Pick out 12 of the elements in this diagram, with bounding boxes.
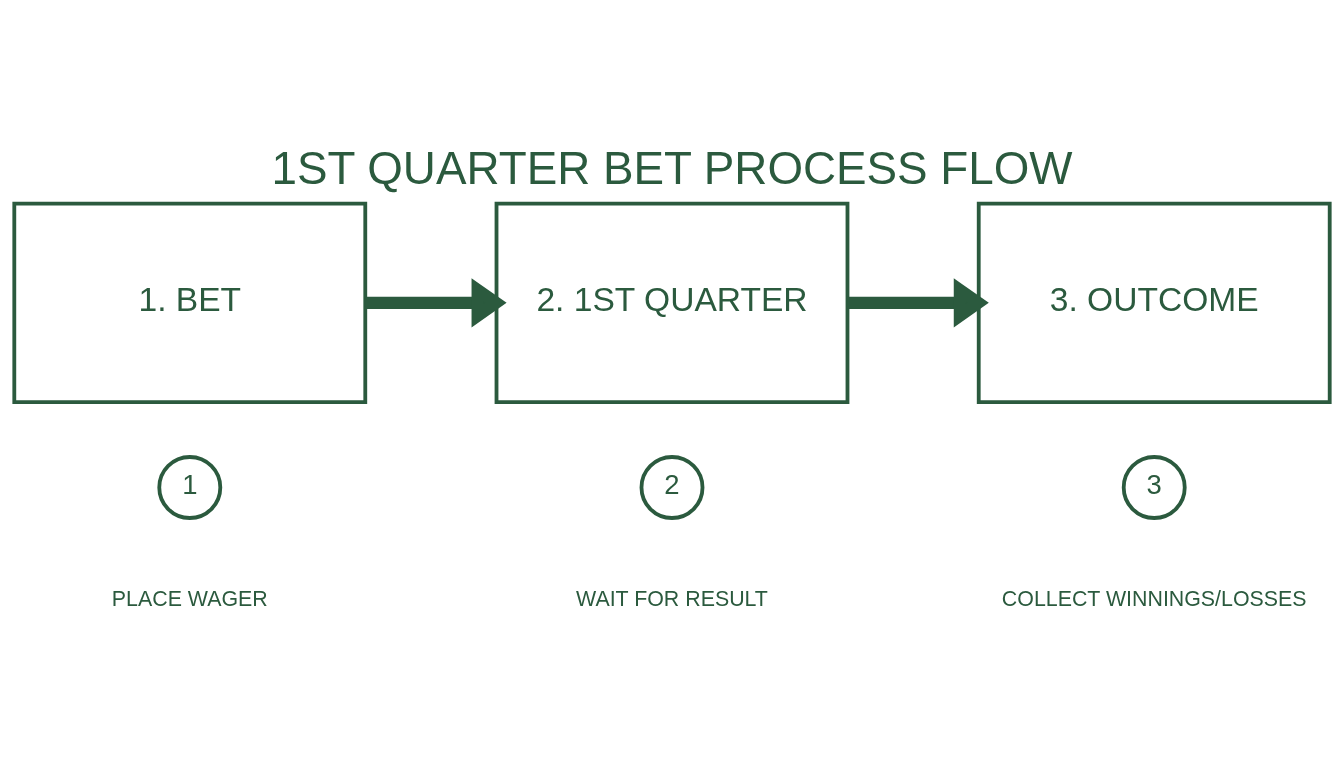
node-label: PLACE WAGER: [111, 586, 268, 611]
node-label: COLLECT WINNINGS/LOSSES: [1001, 586, 1307, 611]
node-circle: 3: [1121, 454, 1187, 520]
arrow: [365, 277, 507, 327]
node-box: 2. 1ST QUARTER: [494, 201, 850, 404]
node-label: WAIT FOR RESULT: [576, 586, 768, 611]
diagram-title: 1ST QUARTER BET PROCESS FLOW: [271, 142, 1073, 194]
node-box: 3. OUTCOME: [976, 201, 1332, 404]
arrow: [847, 277, 989, 327]
node-box: 1. BET: [12, 201, 368, 404]
node-circle: 2: [639, 454, 705, 520]
node-circle: 1: [157, 454, 223, 520]
